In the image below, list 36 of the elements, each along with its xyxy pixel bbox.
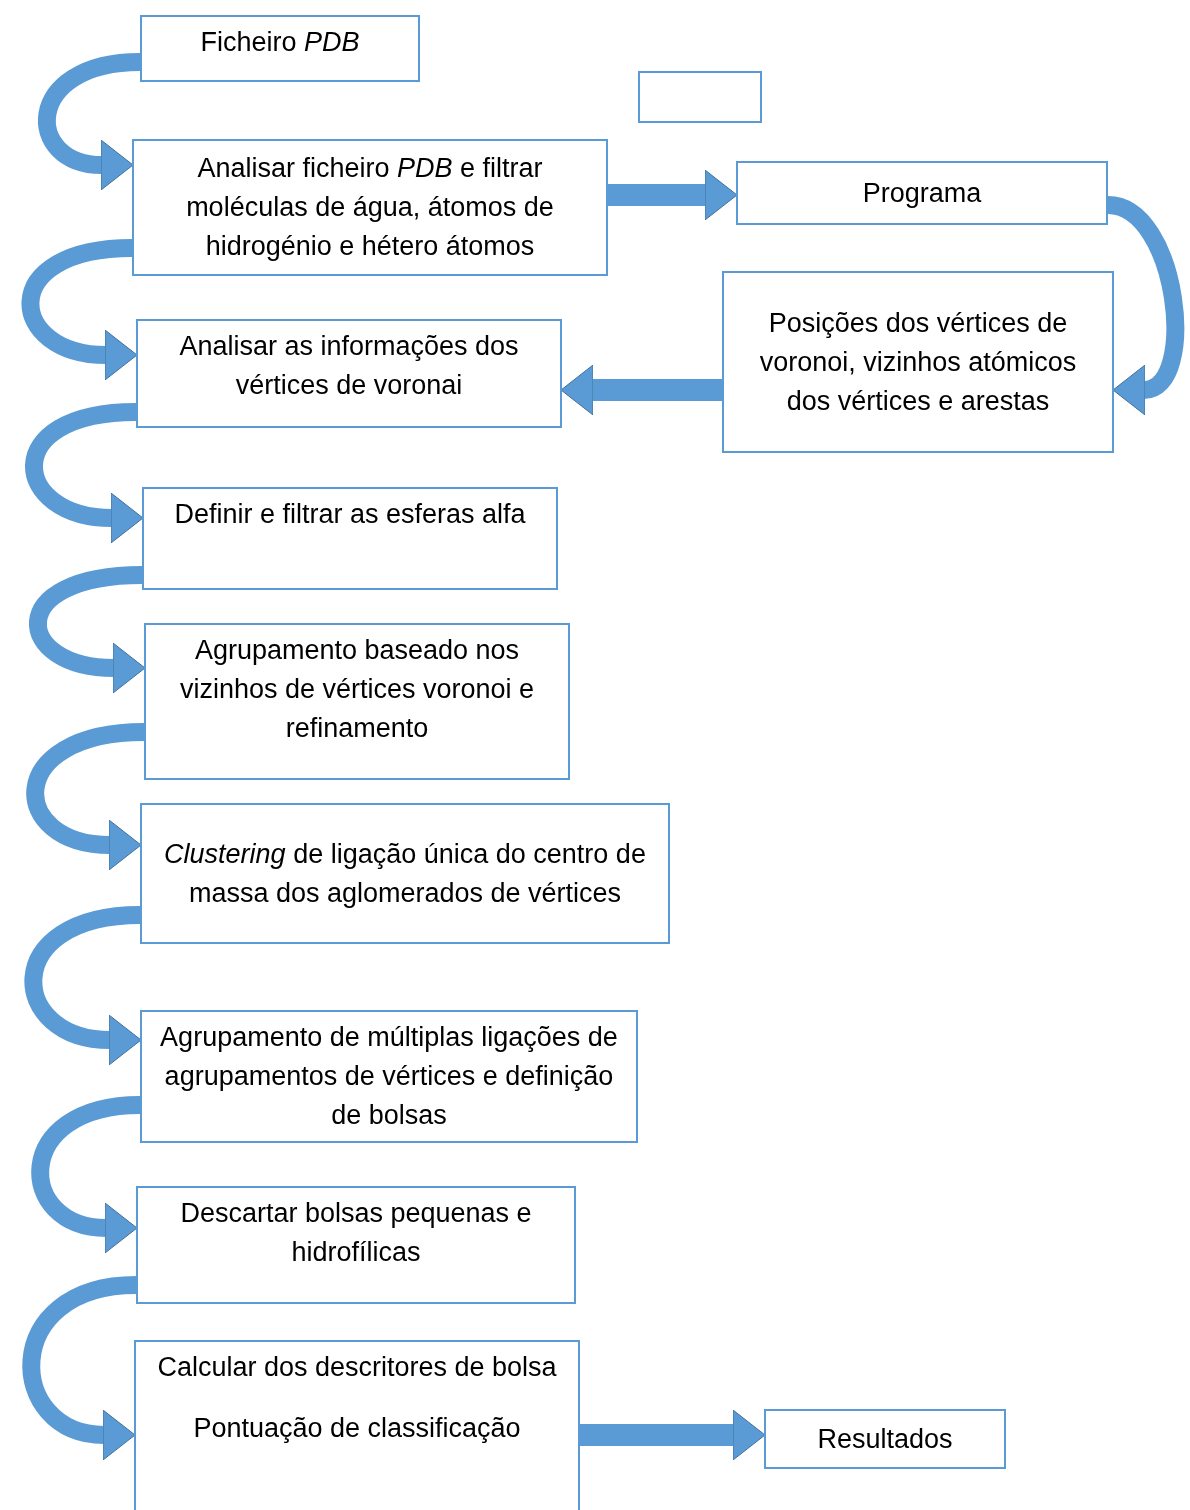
step-text: Agrupamento de múltiplas ligações de agrupamentos de vértices e definição de bolsas (159, 1021, 619, 1132)
block-arrow (25, 403, 144, 544)
block-arrow (608, 169, 738, 221)
process-box (764, 1409, 1006, 1469)
block-arrow (38, 53, 141, 191)
step-text: Posições dos vértices de voronoi, vizinhos atómicos dos vértices e arestas (758, 306, 1078, 418)
step-text: Definir e filtrar as esferas alfa (174, 498, 526, 531)
process-box (136, 319, 562, 428)
process-box (134, 1340, 580, 1510)
block-arrow (22, 1276, 137, 1461)
step-text: Descartar bolsas pequenas e hidrofílicas (179, 1197, 533, 1269)
process-box (140, 1010, 638, 1143)
step-text: Clustering de ligação única do centro de massa dos aglomerados de vértices (163, 837, 647, 910)
process-box (136, 1186, 576, 1304)
block-arrow (24, 906, 142, 1066)
step-text: Calcular dos descritores de bolsa (157, 1351, 557, 1384)
step-text: Ficheiro PDB (200, 26, 360, 59)
process-box (132, 139, 608, 276)
step-text: Resultados (817, 1422, 953, 1456)
step-text: Analisar ficheiro PDB e filtrar moléculas de água, átomos de hidrogénio e hétero átomos (185, 152, 555, 263)
step-text: Agrupamento baseado nos vizinhos de vértices voronoi e refinamento (178, 634, 536, 745)
block-arrow (580, 1409, 766, 1461)
process-box (144, 623, 570, 780)
block-arrow (21, 239, 138, 381)
block-arrow (26, 723, 145, 871)
step-text: Programa (862, 176, 982, 210)
process-box (722, 271, 1114, 453)
block-arrow (29, 566, 146, 694)
block-arrow (31, 1096, 141, 1254)
process-box (140, 803, 670, 944)
process-box (140, 15, 420, 82)
step-text: Pontuação de classificação (193, 1412, 521, 1445)
process-box (736, 161, 1108, 225)
empty-box (638, 71, 762, 123)
step-text: Analisar as informações dos vértices de voronai (178, 330, 520, 402)
process-box (142, 487, 558, 590)
